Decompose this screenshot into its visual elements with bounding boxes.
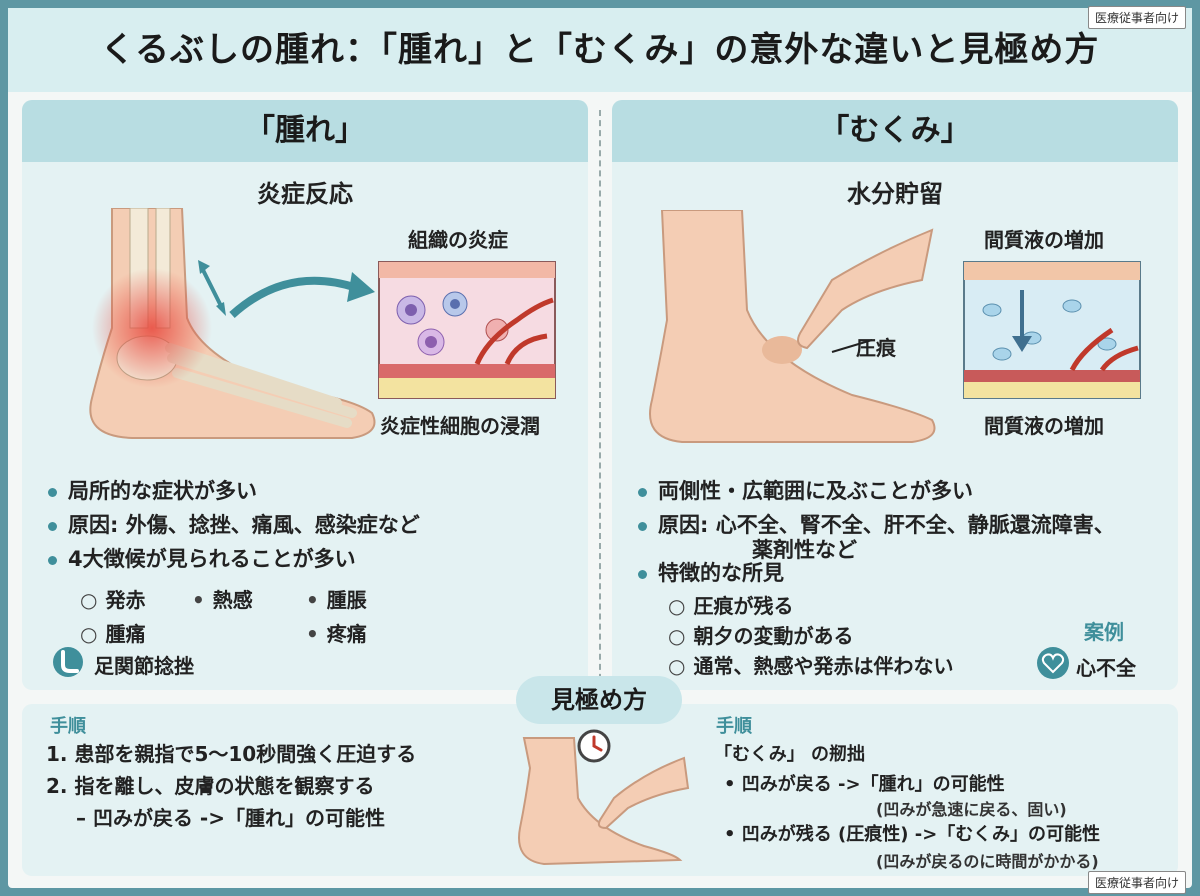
edema-heading: 「むくみ」 [612,100,1178,162]
finding-item: ○朝夕の変動がある [668,624,854,648]
finding-item: ○通常、熱感や発赤は伴わない [668,654,954,678]
procedure-step: 1. 患部を親指で5〜10秒間強く圧迫する [46,742,417,766]
right-step-title: 手順 [716,716,752,737]
foot-sprain-icon [53,647,83,677]
interstitial-fluid-inset [963,261,1141,399]
edema-ankle-illustration [649,210,936,443]
check-result-note: (凹みが急速に戻る、固い) [876,800,1067,819]
swelling-subheading: 炎症反応 [257,180,353,208]
edema-bullet: 原因: 心不全、腎不全、肝不全、静脈還流障害、 [638,508,1115,542]
swelling-bullet: 4大徴候が見られることが多い [48,542,420,576]
page-title: くるぶしの腫れ：「腫れ」と「むくみ」の意外な違いと見極め方 [100,30,1100,70]
edema-check-heading: 「むくみ」 の剏拙 [714,744,865,765]
press-test-illustration [518,737,690,866]
tissue-inflammation-label: 組織の炎症 [408,228,508,252]
check-result: • 凹みが残る (圧痕性) ->「むくみ」の可能性 [724,824,1101,845]
procedure-step: 2. 指を離し、皮膚の状態を観察する [46,774,375,798]
edema-findings-heading-list: 特徴的な所見 [638,556,784,590]
procedure-step: – 凹みが戻る ->「腫れ」の可能性 [76,806,385,830]
check-result: • 凹みが戻る ->「腫れ」の可能性 [724,774,1005,795]
swelling-bullet-list: 局所的な症状が多い 原因: 外傷、捻挫、痛風、感染症など 4大徴候が見られること… [48,474,420,576]
left-step-title: 手順 [50,716,86,737]
swelling-example: 足関節捻挫 [94,654,194,678]
title-bar [8,8,1192,92]
edema-example: 心不全 [1076,656,1136,680]
check-result-note: (凹みが戻るのに時間がかかる) [876,852,1099,871]
sign-item: •熱感 [192,588,253,612]
sign-item: •腫脹 [306,588,367,612]
sign-item: •疼痛 [306,622,367,646]
assessment-pill: 見極め方 [516,676,682,724]
heart-icon [1037,647,1069,679]
sign-item: ○発赤 [80,588,146,612]
inflammatory-infiltration-label: 炎症性細胞の浸潤 [380,414,540,438]
inflamed-ankle-illustration [89,208,376,439]
tissue-inflammation-inset [378,261,556,399]
arrow-icon [229,272,375,318]
swelling-bullet: 原因: 外傷、捻挫、痛風、感染症など [48,508,420,542]
audience-badge-bottom: 医療従事者向け [1087,871,1186,894]
edema-subheading: 水分貯留 [847,180,943,208]
interstitial-fluid-label-top: 間質液の増加 [984,228,1104,252]
edema-bullet: 特徴的な所見 [638,556,784,590]
center-divider [599,110,601,690]
edema-bullet-list: 両側性・広範囲に及ぶことが多い 原因: 心不全、腎不全、肝不全、静脈還流障害、 [638,474,1115,542]
interstitial-fluid-label-bottom: 間質液の増加 [984,414,1104,438]
sign-item: ○腫痛 [80,622,146,646]
edema-bullet: 両側性・広範囲に及ぶことが多い [638,474,1115,508]
case-title: 案例 [1084,620,1124,644]
edema-bullet-continuation: 薬剤性など [752,538,857,562]
audience-badge-top: 医療従事者向け [1087,6,1186,29]
finding-item: ○圧痕が残る [668,594,794,618]
edema-panel: 「むくみ」 水分貯留 圧痕 間質液の増加 間質液の増加 両側性・広範囲に及ぶこと… [612,100,1178,690]
pitting-label: 圧痕 [856,336,896,360]
clock-icon [577,729,611,763]
swelling-bullet: 局所的な症状が多い [48,474,420,508]
swelling-panel: 「腫れ」 炎症反応 組織の炎症 炎症性細胞の浸潤 [22,100,588,690]
swelling-heading: 「腫れ」 [22,100,588,162]
